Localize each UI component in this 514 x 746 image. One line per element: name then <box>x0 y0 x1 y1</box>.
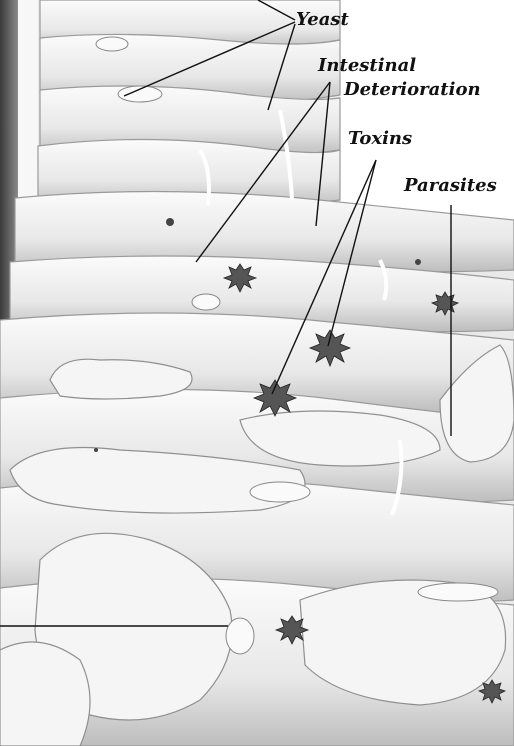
yeast-cell <box>250 482 310 502</box>
label-deterioration: Deterioration <box>344 81 481 99</box>
yeast-cell <box>192 294 220 310</box>
cell-blob <box>0 642 90 746</box>
label-parasites: Parasites <box>404 177 497 195</box>
label-intestinal: Intestinal <box>318 57 416 75</box>
dot <box>94 448 98 452</box>
yeast-cell <box>226 618 254 654</box>
dot <box>415 259 421 265</box>
label-yeast: Yeast <box>296 11 349 29</box>
yeast-cell <box>418 583 498 601</box>
toxin-spike <box>432 292 458 315</box>
toxin-spike <box>479 680 505 703</box>
toxin-spike <box>254 380 296 416</box>
yeast-cell <box>96 37 128 51</box>
dot <box>166 218 174 226</box>
label-toxins: Toxins <box>348 130 412 148</box>
